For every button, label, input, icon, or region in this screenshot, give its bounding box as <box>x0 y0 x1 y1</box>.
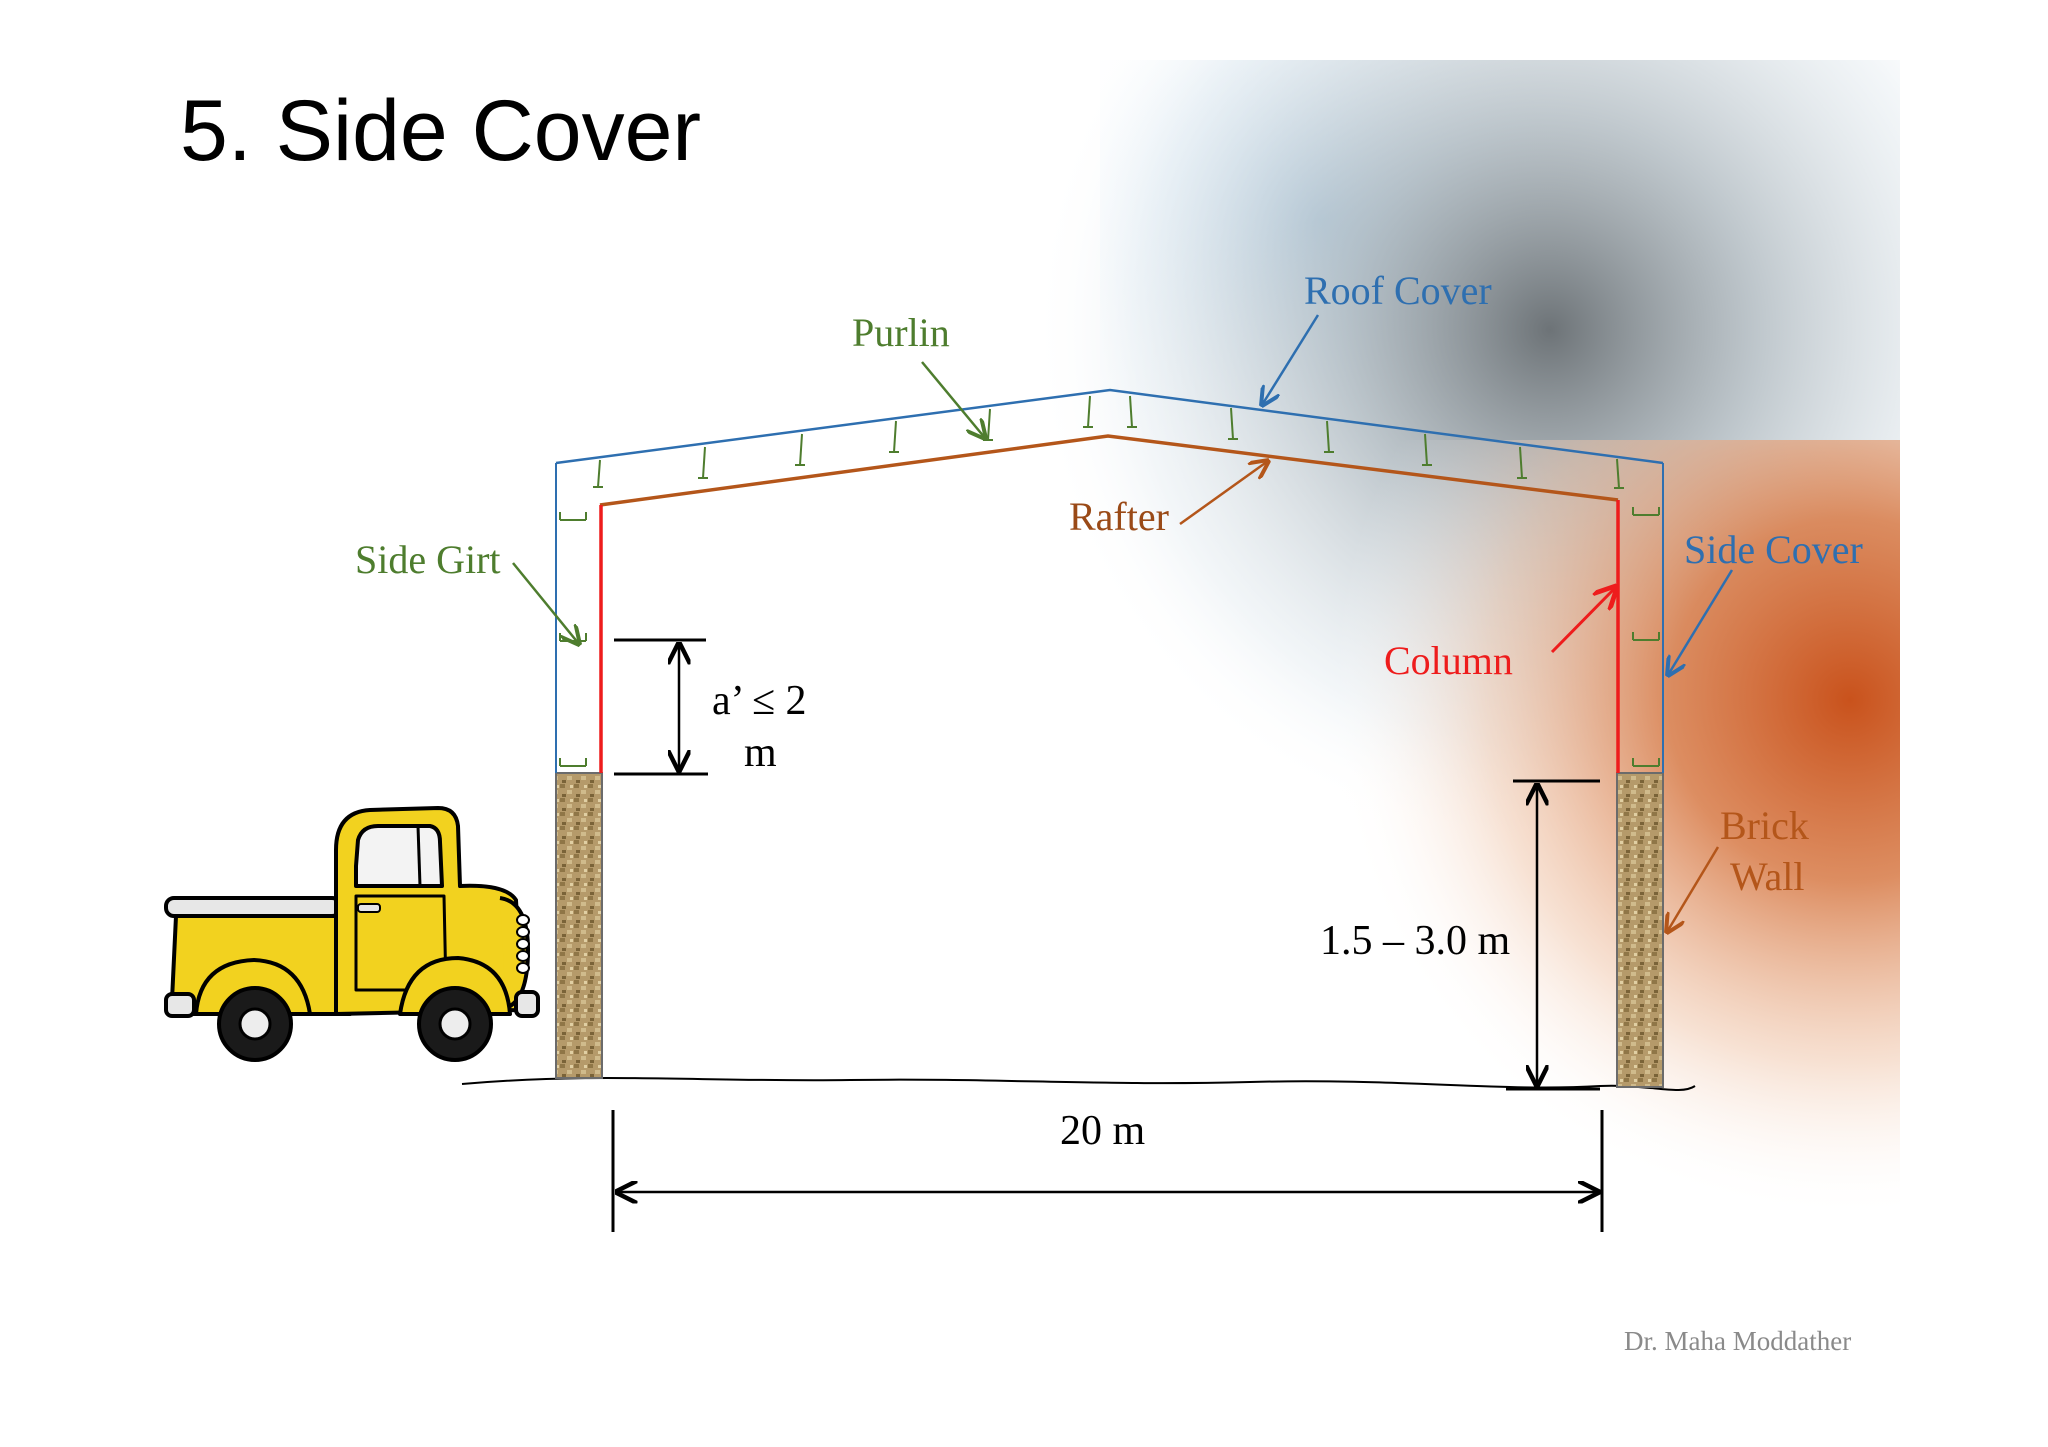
purlin-label: Purlin <box>852 310 950 355</box>
roof-cover-label: Roof Cover <box>1304 268 1492 313</box>
roof-cover <box>555 388 1664 465</box>
girt-spacing-label-line1: a’ ≤ 2 <box>712 678 807 724</box>
wall-height-label: 1.5 – 3.0 m <box>1320 918 1511 964</box>
truck-grille <box>516 914 530 974</box>
brick-wall-left <box>555 772 603 1079</box>
side-girt <box>559 512 587 521</box>
purlin <box>1228 407 1238 440</box>
brick-wall-right <box>1616 772 1664 1088</box>
column-label: Column <box>1384 638 1513 683</box>
purlin-arrow <box>921 361 985 438</box>
truck-front-bumper <box>514 990 540 1018</box>
girt-spacing-label-line2: m <box>744 730 777 776</box>
truck-bed-rail <box>164 896 342 918</box>
side-girt-label: Side Girt <box>355 537 501 582</box>
span-label: 20 m <box>1060 1108 1146 1154</box>
slide-footer-author: Dr. Maha Moddather <box>1624 1326 1852 1356</box>
purlins <box>593 395 1624 489</box>
purlin <box>698 446 708 479</box>
purlin <box>795 433 805 466</box>
purlin <box>983 408 993 441</box>
truck-illustration <box>164 806 540 1062</box>
side-girts <box>559 507 1660 767</box>
column-arrow <box>1550 587 1616 654</box>
purlin <box>889 420 899 453</box>
purlin <box>1614 458 1624 489</box>
purlin <box>1422 433 1432 466</box>
truck-window <box>354 824 444 888</box>
brick-wall-label-line1: Brick <box>1720 803 1809 848</box>
purlin <box>1083 395 1093 428</box>
rafter <box>599 434 1619 507</box>
side-cover-label: Side Cover <box>1684 527 1863 572</box>
purlin <box>1127 395 1137 428</box>
side-girt <box>1632 632 1660 641</box>
ground-line <box>461 1076 1696 1092</box>
purlin <box>1517 446 1527 479</box>
brick-wall-label-line2: Wall <box>1730 854 1805 899</box>
truck-door-handle <box>357 903 381 913</box>
side-girt <box>559 758 587 767</box>
purlin <box>593 459 603 488</box>
side-girt-arrow <box>512 562 579 644</box>
roof-cover-arrow <box>1262 314 1320 405</box>
side-girt <box>1632 758 1660 767</box>
truck-rear-bumper <box>164 992 196 1018</box>
purlin <box>1324 420 1334 453</box>
side-cover-arrow <box>1668 569 1734 675</box>
rafter-arrow <box>1179 461 1268 526</box>
slide-title: 5. Side Cover <box>180 83 702 179</box>
rafter-label: Rafter <box>1069 494 1169 539</box>
brick-wall-arrow <box>1667 846 1720 932</box>
side-girt <box>1632 507 1660 516</box>
